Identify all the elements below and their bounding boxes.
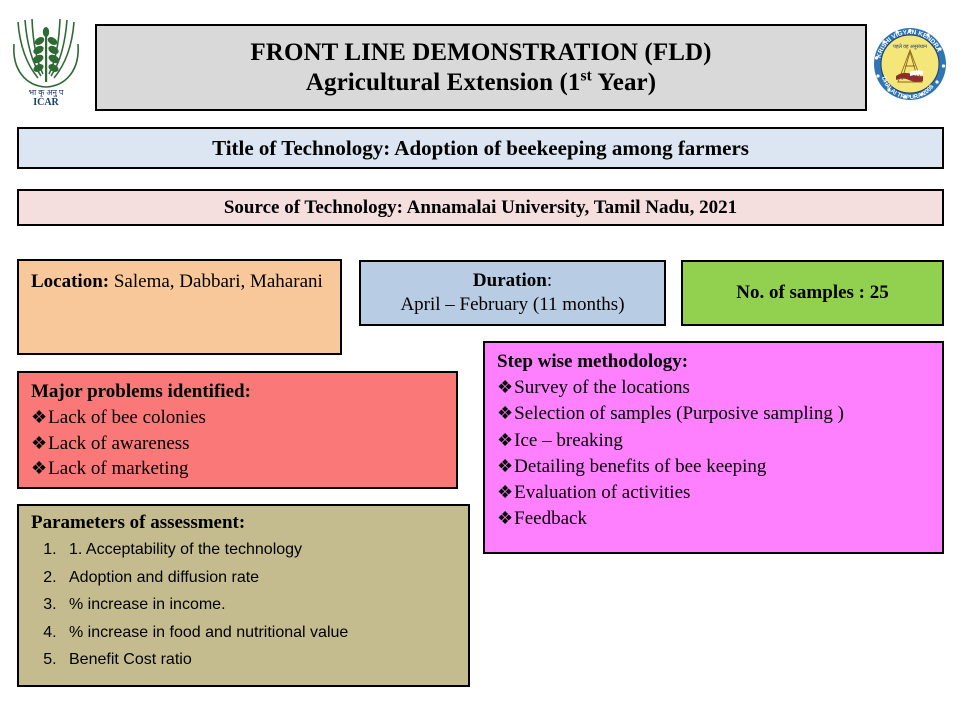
major-problems-item: ❖Lack of bee colonies [31,405,446,431]
duration-box: Duration: April – February (11 months) [359,260,666,326]
major-problems-item: ❖Lack of marketing [31,456,446,482]
icar-logo-acronym: ICAR [33,97,59,108]
methodology-item-text: Selection of samples (Purposive sampling… [514,403,844,425]
page-title-line2: Agricultural Extension (1st Year) [306,68,656,98]
page-title-line2-suffix: Year) [591,68,657,96]
methodology-item: ❖Ice – breaking [497,428,934,454]
number-of-samples-box: No. of samples : 25 [681,260,944,326]
parameters-item: Benefit Cost ratio [61,646,460,674]
page-title-banner: FRONT LINE DEMONSTRATION (FLD) Agricultu… [95,24,867,111]
source-of-technology-text: Source of Technology: Annamalai Universi… [223,196,738,218]
page-title-line1: FRONT LINE DEMONSTRATION (FLD) [250,39,712,66]
location-value: Salema, Dabbari, Maharani [109,271,323,292]
parameters-list: 1. Acceptability of the technology Adopt… [31,536,460,674]
duration-label: Duration [472,270,547,292]
methodology-item: ❖Selection of samples (Purposive samplin… [497,401,934,427]
page-title-line2-prefix: Agricultural Extension (1 [305,68,581,96]
methodology-item: ❖Survey of the locations [497,375,934,401]
duration-label-row: Duration: [473,269,552,293]
parameters-heading: Parameters of assessment: [31,512,246,533]
title-of-technology-text: Title of Technology: Adoption of beekeep… [212,135,749,160]
major-problems-heading: Major problems identified: [31,381,251,402]
parameters-item: 1. Acceptability of the technology [61,536,460,564]
parameters-item: % increase in food and nutritional value [61,619,460,647]
major-problems-box: Major problems identified: ❖Lack of bee … [17,371,458,489]
methodology-item: ❖Feedback [497,506,934,532]
duration-colon: : [546,270,553,292]
diamond-bullet-icon: ❖ [497,403,514,424]
diamond-bullet-icon: ❖ [31,458,48,479]
diamond-bullet-icon: ❖ [497,508,514,529]
number-of-samples-text: No. of samples : 25 [736,282,889,303]
diamond-bullet-icon: ❖ [497,482,514,503]
diamond-bullet-icon: ❖ [31,432,48,453]
duration-value: April – February (11 months) [400,294,625,315]
source-of-technology-box: Source of Technology: Annamalai Universi… [17,189,944,226]
parameters-of-assessment-box: Parameters of assessment: 1. Acceptabili… [17,504,470,687]
diamond-bullet-icon: ❖ [497,429,514,450]
major-problems-item-text: Lack of awareness [48,432,190,454]
diamond-bullet-icon: ❖ [497,377,514,398]
major-problems-item-text: Lack of bee colonies [48,406,206,428]
location-label: Location: [31,271,110,292]
kvk-logo: KRISHI VIGYAN KENDRA DHALAI TRIPURA 2008… [872,26,948,102]
methodology-item-text: Survey of the locations [514,377,690,399]
parameters-item: Adoption and diffusion rate [61,564,460,592]
methodology-item-text: Evaluation of activities [514,482,691,504]
major-problems-item: ❖Lack of awareness [31,431,446,457]
methodology-item-text: Feedback [514,508,587,530]
page-title-ordinal-suffix: st [580,67,592,85]
methodology-item: ❖Evaluation of activities [497,480,934,506]
step-wise-methodology-heading: Step wise methodology: [497,351,689,372]
methodology-item: ❖Detailing benefits of bee keeping [497,454,934,480]
title-of-technology-box: Title of Technology: Adoption of beekeep… [17,127,944,169]
methodology-item-text: Ice – breaking [514,429,623,451]
svg-text:पहले वह अनुसंधान: पहले वह अनुसंधान [893,43,927,50]
diamond-bullet-icon: ❖ [31,406,48,427]
icar-logo-hindi-text: भा कृ अनु प [29,88,64,98]
parameters-item: % increase in income. [61,591,460,619]
step-wise-methodology-box: Step wise methodology: ❖Survey of the lo… [483,341,944,554]
icar-logo: भा कृ अनु प ICAR [8,14,84,108]
methodology-item-text: Detailing benefits of bee keeping [514,455,767,477]
diamond-bullet-icon: ❖ [497,455,514,476]
location-box: Location: Salema, Dabbari, Maharani [17,259,342,355]
major-problems-item-text: Lack of marketing [48,458,189,480]
